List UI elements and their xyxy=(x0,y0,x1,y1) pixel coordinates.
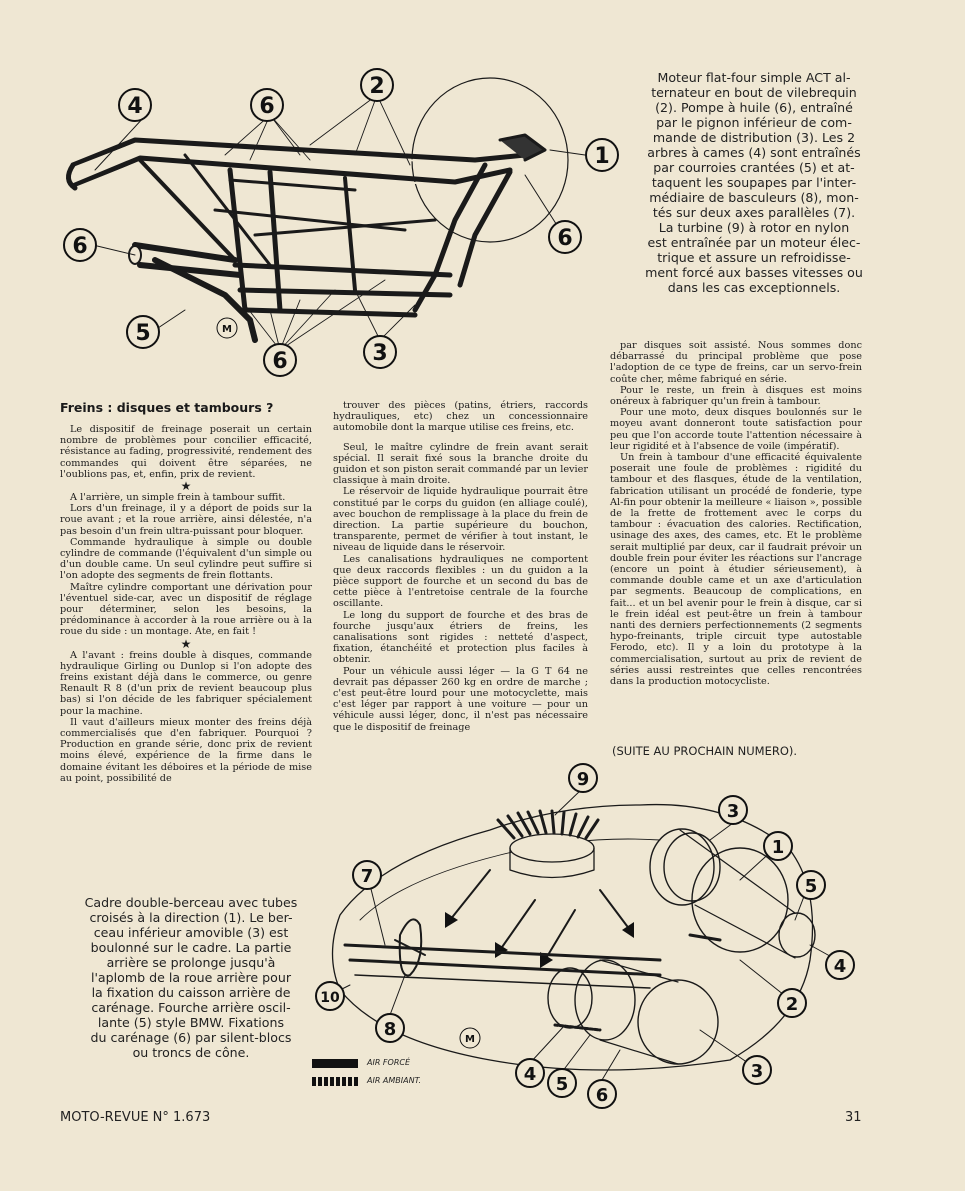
engine-drawing: 9 3 1 5 7 4 10 2 8 4 5 6 3 xyxy=(315,763,855,1109)
engine-callout-5b: 5 xyxy=(556,1074,569,1095)
continued-notice: (SUITE AU PROCHAIN NUMERO). xyxy=(612,744,798,758)
caption-line: du carénage (6) par silent-blocs xyxy=(90,1030,292,1045)
frame-callout-6a: 6 xyxy=(259,94,274,119)
caption-line: l'aplomb de la roue arrière pour xyxy=(90,970,292,985)
paragraph: trouver des pièces (patins, étriers, rac… xyxy=(333,400,588,434)
legend-air-force-label: AIR FORCÉ xyxy=(367,1058,411,1067)
engine-callout-7: 7 xyxy=(361,866,374,887)
caption-line: (2). Pompe à huile (6), entraîné xyxy=(655,100,853,115)
caption-line: croisés à la direction (1). Le ber- xyxy=(89,910,293,925)
engine-callout-4b: 4 xyxy=(524,1064,537,1085)
article-column-3: par disques soit assisté. Nous sommes do… xyxy=(610,340,862,687)
paragraph: Commande hydraulique à simple ou double … xyxy=(60,536,312,582)
caption-line: taquent les soupapes par l'inter- xyxy=(651,175,857,190)
engine-callout-8: 8 xyxy=(384,1019,397,1040)
frame-callout-6d: 6 xyxy=(272,349,287,374)
caption-line: ceau inférieur amovible (3) est xyxy=(93,925,289,940)
engine-callout-2: 2 xyxy=(786,994,799,1015)
paragraph: Pour un véhicule aussi léger — la G T 64… xyxy=(333,665,588,733)
paragraph: Le réservoir de liquide hydraulique pour… xyxy=(333,486,588,554)
frame-drawing: 4 6 2 1 6 6 5 6 3 M xyxy=(63,68,619,377)
engine-callout-3b: 3 xyxy=(751,1061,764,1082)
caption-line: médiaire de basculeurs (8), mon- xyxy=(649,190,859,205)
engine-callout-6: 6 xyxy=(596,1085,609,1106)
legend-air-ambiant xyxy=(312,1077,358,1086)
paragraph: A l'arrière, un simple frein à tambour s… xyxy=(70,492,286,504)
frame-callout-6c: 6 xyxy=(72,234,87,259)
engine-callout-10: 10 xyxy=(320,990,340,1006)
frame-callout-1: 1 xyxy=(594,144,609,169)
engine-callout-1: 1 xyxy=(772,837,785,858)
paragraph: A l'avant : freins double à disques, com… xyxy=(60,649,312,717)
caption-line: dans les cas exceptionnels. xyxy=(667,280,841,295)
paragraph: Lors d'un freinage, il y a déport de poi… xyxy=(60,503,312,537)
page-number: 31 xyxy=(845,1110,862,1125)
caption-line: mande de distribution (3). Les 2 xyxy=(652,130,856,145)
caption-line: arbres à cames (4) sont entraînés xyxy=(647,145,861,160)
frame-callout-3: 3 xyxy=(372,341,387,366)
paragraph: Il vaut d'ailleurs mieux monter des frei… xyxy=(60,716,312,784)
engine-callout-5a: 5 xyxy=(805,876,818,897)
engine-callout-4a: 4 xyxy=(834,956,847,977)
caption-line: carénage. Fourche arrière oscil- xyxy=(91,1000,291,1015)
article-column-2: trouver des pièces (patins, étriers, rac… xyxy=(333,400,588,733)
paragraph: par disques soit assisté. Nous sommes do… xyxy=(610,340,862,385)
article-column-1: Le dispositif de freinage poserait un ce… xyxy=(60,424,312,784)
magazine-footer: MOTO-REVUE N° 1.673 xyxy=(60,1110,211,1125)
paragraph: Un frein à tambour d'une efficacité équi… xyxy=(610,452,862,688)
caption-line: trique et assure un refroidisse- xyxy=(657,250,851,265)
frame-callout-6b: 6 xyxy=(557,226,572,251)
caption-line: ternateur en bout de vilebrequin xyxy=(651,85,857,100)
paragraph: Maître cylindre comportant une dérivatio… xyxy=(60,581,312,638)
caption-line: la fixation du caisson arrière de xyxy=(91,985,291,1000)
engine-callout-9: 9 xyxy=(577,769,590,790)
separator-star: ★ xyxy=(180,479,192,494)
engine-caption: Moteur flat-four simple ACT al- ternateu… xyxy=(640,70,868,295)
caption-line: tés sur deux axes parallèles (7). xyxy=(652,205,856,220)
paragraph: Le long du support de fourche et des bra… xyxy=(333,609,588,666)
caption-line: Cadre double-berceau avec tubes xyxy=(84,895,298,910)
caption-line: arrière se prolonge jusqu'à xyxy=(106,955,276,970)
caption-line: par le pignon inférieur de com- xyxy=(656,115,852,130)
svg-text:M: M xyxy=(222,324,232,335)
frame-caption: Cadre double-berceau avec tubes croisés … xyxy=(60,895,322,1060)
caption-line: lante (5) style BMW. Fixations xyxy=(97,1015,285,1030)
caption-line: ment forcé aux basses vitesses ou xyxy=(645,265,863,280)
paragraph: Les canalisations hydrauliques ne compor… xyxy=(333,553,588,610)
paragraph: Pour le reste, un frein à disques est mo… xyxy=(610,384,862,408)
paragraph: Pour une moto, deux disques boulonnés su… xyxy=(610,407,862,452)
caption-line: est entraînée par un moteur élec- xyxy=(647,235,861,250)
caption-line: par courroies crantées (5) et at- xyxy=(653,160,855,175)
separator-star: ★ xyxy=(180,636,192,651)
frame-callout-5: 5 xyxy=(135,321,150,346)
caption-line: boulonné sur le cadre. La partie xyxy=(90,940,292,955)
engine-dessin-stamp: M xyxy=(459,1027,481,1049)
engine-callout-3a: 3 xyxy=(727,801,740,822)
frame-callout-2: 2 xyxy=(369,74,384,99)
caption-line: La turbine (9) à rotor en nylon xyxy=(658,220,850,235)
paragraph: Le dispositif de freinage poserait un ce… xyxy=(60,424,312,480)
svg-text:M: M xyxy=(465,1034,475,1045)
article-heading: Freins : disques et tambours ? xyxy=(60,400,274,415)
legend-air-ambiant-label: AIR AMBIANT. xyxy=(367,1076,422,1085)
frame-dessin-stamp: M xyxy=(216,317,238,339)
caption-line: Moteur flat-four simple ACT al- xyxy=(657,70,851,85)
caption-line: ou troncs de cône. xyxy=(132,1045,250,1060)
frame-callout-4: 4 xyxy=(127,94,142,119)
legend-air-force xyxy=(312,1059,358,1068)
paragraph: Seul, le maître cylindre de frein avant … xyxy=(333,441,588,487)
